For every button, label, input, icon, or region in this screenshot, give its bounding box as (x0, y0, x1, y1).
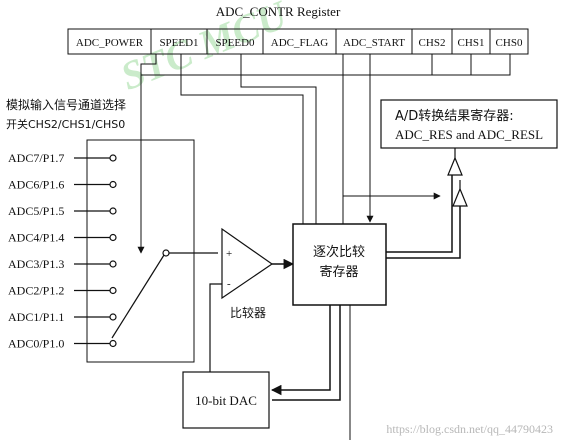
register-title: ADC_CONTR Register (216, 4, 341, 19)
dac-to-comparator-line (209, 283, 222, 372)
comparator-plus: + (226, 248, 232, 260)
sar-label-line2: 寄存器 (319, 264, 358, 280)
channel-label: ADC7/P1.7 (8, 151, 64, 165)
comparator: + - (221, 227, 274, 300)
register-bit-adc-power: ADC_POWER (76, 37, 144, 49)
channel-terminal (109, 180, 117, 189)
register-bit-adc-flag: ADC_FLAG (271, 37, 329, 49)
sar-label-line1: 逐次比较 (313, 244, 365, 260)
register-bit-chs1: CHS1 (458, 37, 485, 49)
output-buffers (447, 148, 468, 207)
channel-label: ADC3/P1.3 (8, 257, 64, 271)
register-bit-speed1: SPEED1 (159, 37, 198, 49)
adc-contr-register: ADC_POWER SPEED1 SPEED0 ADC_FLAG ADC_START CH… (67, 28, 529, 55)
channel-row: ADC5/P1.5 (8, 204, 117, 218)
register-bit-chs2: CHS2 (419, 37, 446, 49)
dac-label: 10-bit DAC (195, 393, 257, 408)
mux-switch (111, 249, 218, 339)
channel-terminal (109, 339, 117, 348)
result-register-line2: ADC_RES and ADC_RESL (395, 127, 543, 142)
dac-box: 10-bit DAC (182, 371, 270, 429)
channel-terminal (109, 260, 117, 268)
channel-terminal (109, 154, 117, 162)
speed0-line (240, 54, 317, 224)
comparator-label: 比较器 (230, 305, 266, 320)
result-register-box: A/D转换结果寄存器: ADC_RES and ADC_RESL (380, 99, 558, 149)
channel-list: ADC7/P1.7ADC6/P1.6ADC5/P1.5ADC4/P1.4ADC3… (8, 151, 117, 351)
sar-to-dac-line (270, 305, 331, 396)
channel-label: ADC4/P1.4 (8, 231, 64, 245)
register-bit-adc-start: ADC_START (343, 37, 405, 49)
mux-label-line2: 开关CHS2/CHS1/CHS0 (6, 117, 125, 131)
channel-row: ADC2/P1.2 (8, 284, 117, 298)
channel-terminal (109, 286, 117, 295)
register-bit-speed0: SPEED0 (215, 37, 255, 49)
channel-row: ADC7/P1.7 (8, 151, 117, 165)
mux-label-line1: 模拟输入信号通道选择 (6, 97, 126, 112)
channel-label: ADC1/P1.1 (8, 310, 64, 324)
watermark-url: https://blog.csdn.net/qq_44790423 (386, 422, 553, 436)
channel-label: ADC5/P1.5 (8, 204, 64, 218)
sar-to-result-line2 (386, 206, 461, 259)
sar-to-result-line (386, 175, 453, 253)
sar-register-box: 逐次比较 寄存器 (292, 223, 387, 306)
channel-label: ADC2/P1.2 (8, 284, 64, 298)
channel-row: ADC4/P1.4 (8, 231, 117, 245)
speed1-line (180, 54, 304, 224)
register-bit-chs0: CHS0 (496, 37, 523, 49)
channel-label: ADC6/P1.6 (8, 178, 64, 192)
channel-label: ADC0/P1.0 (8, 337, 64, 351)
sar-to-dac-line2 (272, 305, 341, 401)
channel-row: ADC0/P1.0 (8, 337, 117, 351)
channel-terminal (109, 313, 117, 321)
channel-row: ADC3/P1.3 (8, 257, 117, 271)
chs-bus-line (141, 54, 511, 76)
channel-select-line (137, 54, 157, 254)
channel-row: ADC1/P1.1 (8, 310, 117, 324)
channel-row: ADC6/P1.6 (8, 178, 117, 192)
channel-terminal (109, 207, 117, 215)
result-register-line1: A/D转换结果寄存器: (395, 108, 514, 124)
comparator-minus: - (227, 278, 231, 290)
channel-terminal (109, 233, 117, 242)
